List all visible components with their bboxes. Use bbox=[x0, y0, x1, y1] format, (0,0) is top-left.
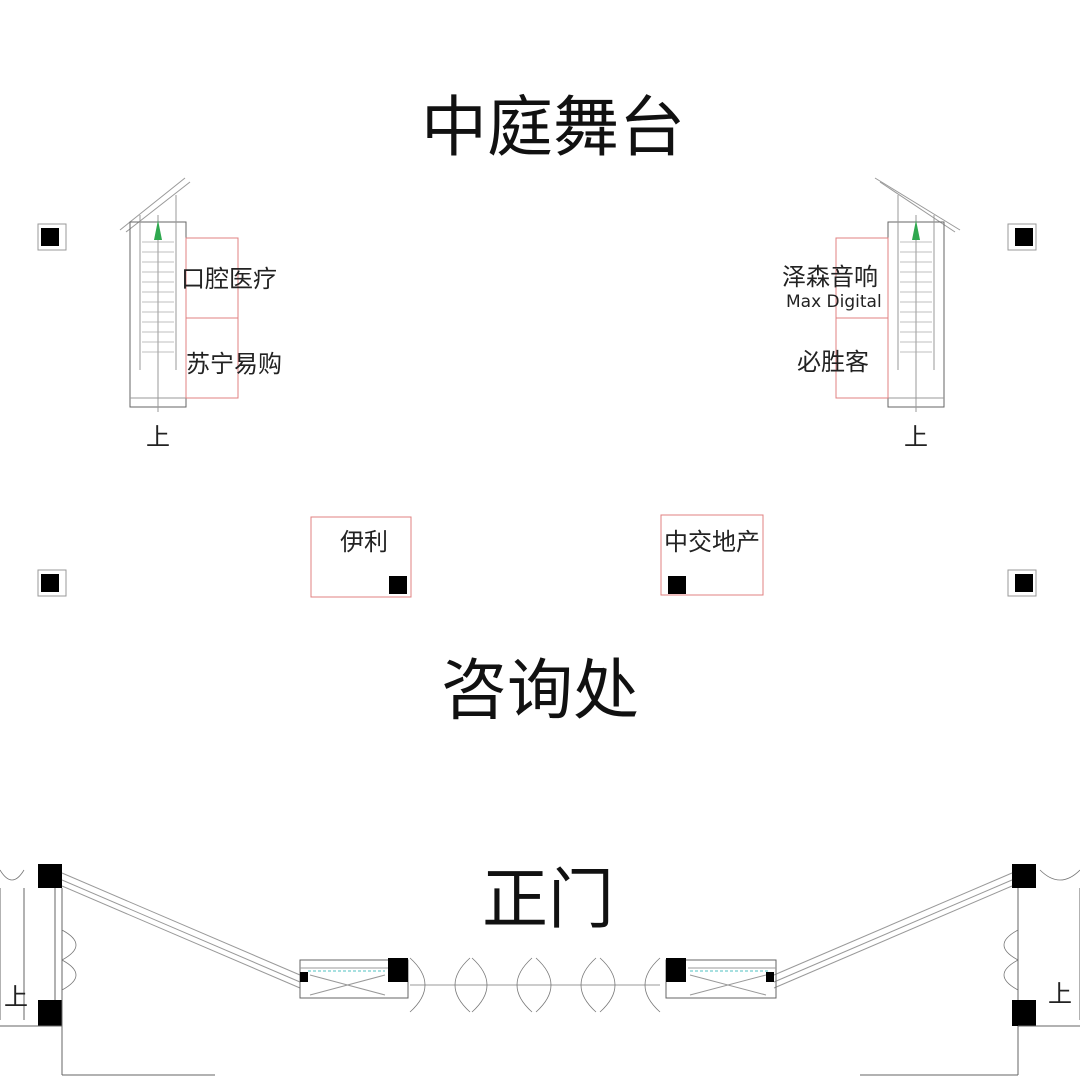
left-escalator: 上 bbox=[119, 177, 191, 451]
main-entrance-label: 正门 bbox=[482, 861, 614, 938]
shop-suning: 苏宁易购 bbox=[186, 350, 282, 378]
entrance-structure: 上 上 bbox=[0, 864, 1080, 1076]
info-desk-label: 咨询处 bbox=[441, 652, 639, 729]
column bbox=[1007, 223, 1037, 251]
column bbox=[1007, 569, 1037, 597]
shop-dental: 口腔医疗 bbox=[181, 265, 277, 293]
column bbox=[37, 569, 67, 597]
bottom-left-up-label: 上 bbox=[4, 983, 28, 1011]
escalator-steps bbox=[142, 241, 174, 353]
right-escalator: 上 bbox=[874, 177, 961, 451]
shop-cccc-realty: 中交地产 bbox=[664, 528, 760, 556]
column bbox=[37, 223, 67, 251]
left-escalator-up-label: 上 bbox=[146, 423, 170, 451]
shop-yili: 伊利 bbox=[340, 528, 388, 556]
booth-cccc-realty: 中交地产 bbox=[660, 514, 764, 596]
booth-yili: 伊利 bbox=[310, 516, 412, 598]
shop-zesen: 泽森音响 bbox=[782, 263, 878, 291]
up-arrow-icon bbox=[912, 220, 920, 240]
up-arrow-icon bbox=[154, 220, 162, 240]
left-shop-block: 口腔医疗 苏宁易购 bbox=[181, 237, 282, 399]
bottom-right-up-label: 上 bbox=[1048, 980, 1072, 1008]
escalator-steps bbox=[900, 241, 932, 353]
swing-doors bbox=[409, 957, 661, 1013]
right-shop-block: 泽森音响 Max Digital 必胜客 bbox=[782, 237, 889, 399]
columns bbox=[37, 223, 1037, 597]
shop-max-digital: Max Digital bbox=[786, 292, 882, 312]
shop-pizza-hut: 必胜客 bbox=[797, 348, 869, 376]
atrium-stage-label: 中庭舞台 bbox=[421, 89, 685, 166]
right-escalator-up-label: 上 bbox=[904, 423, 928, 451]
